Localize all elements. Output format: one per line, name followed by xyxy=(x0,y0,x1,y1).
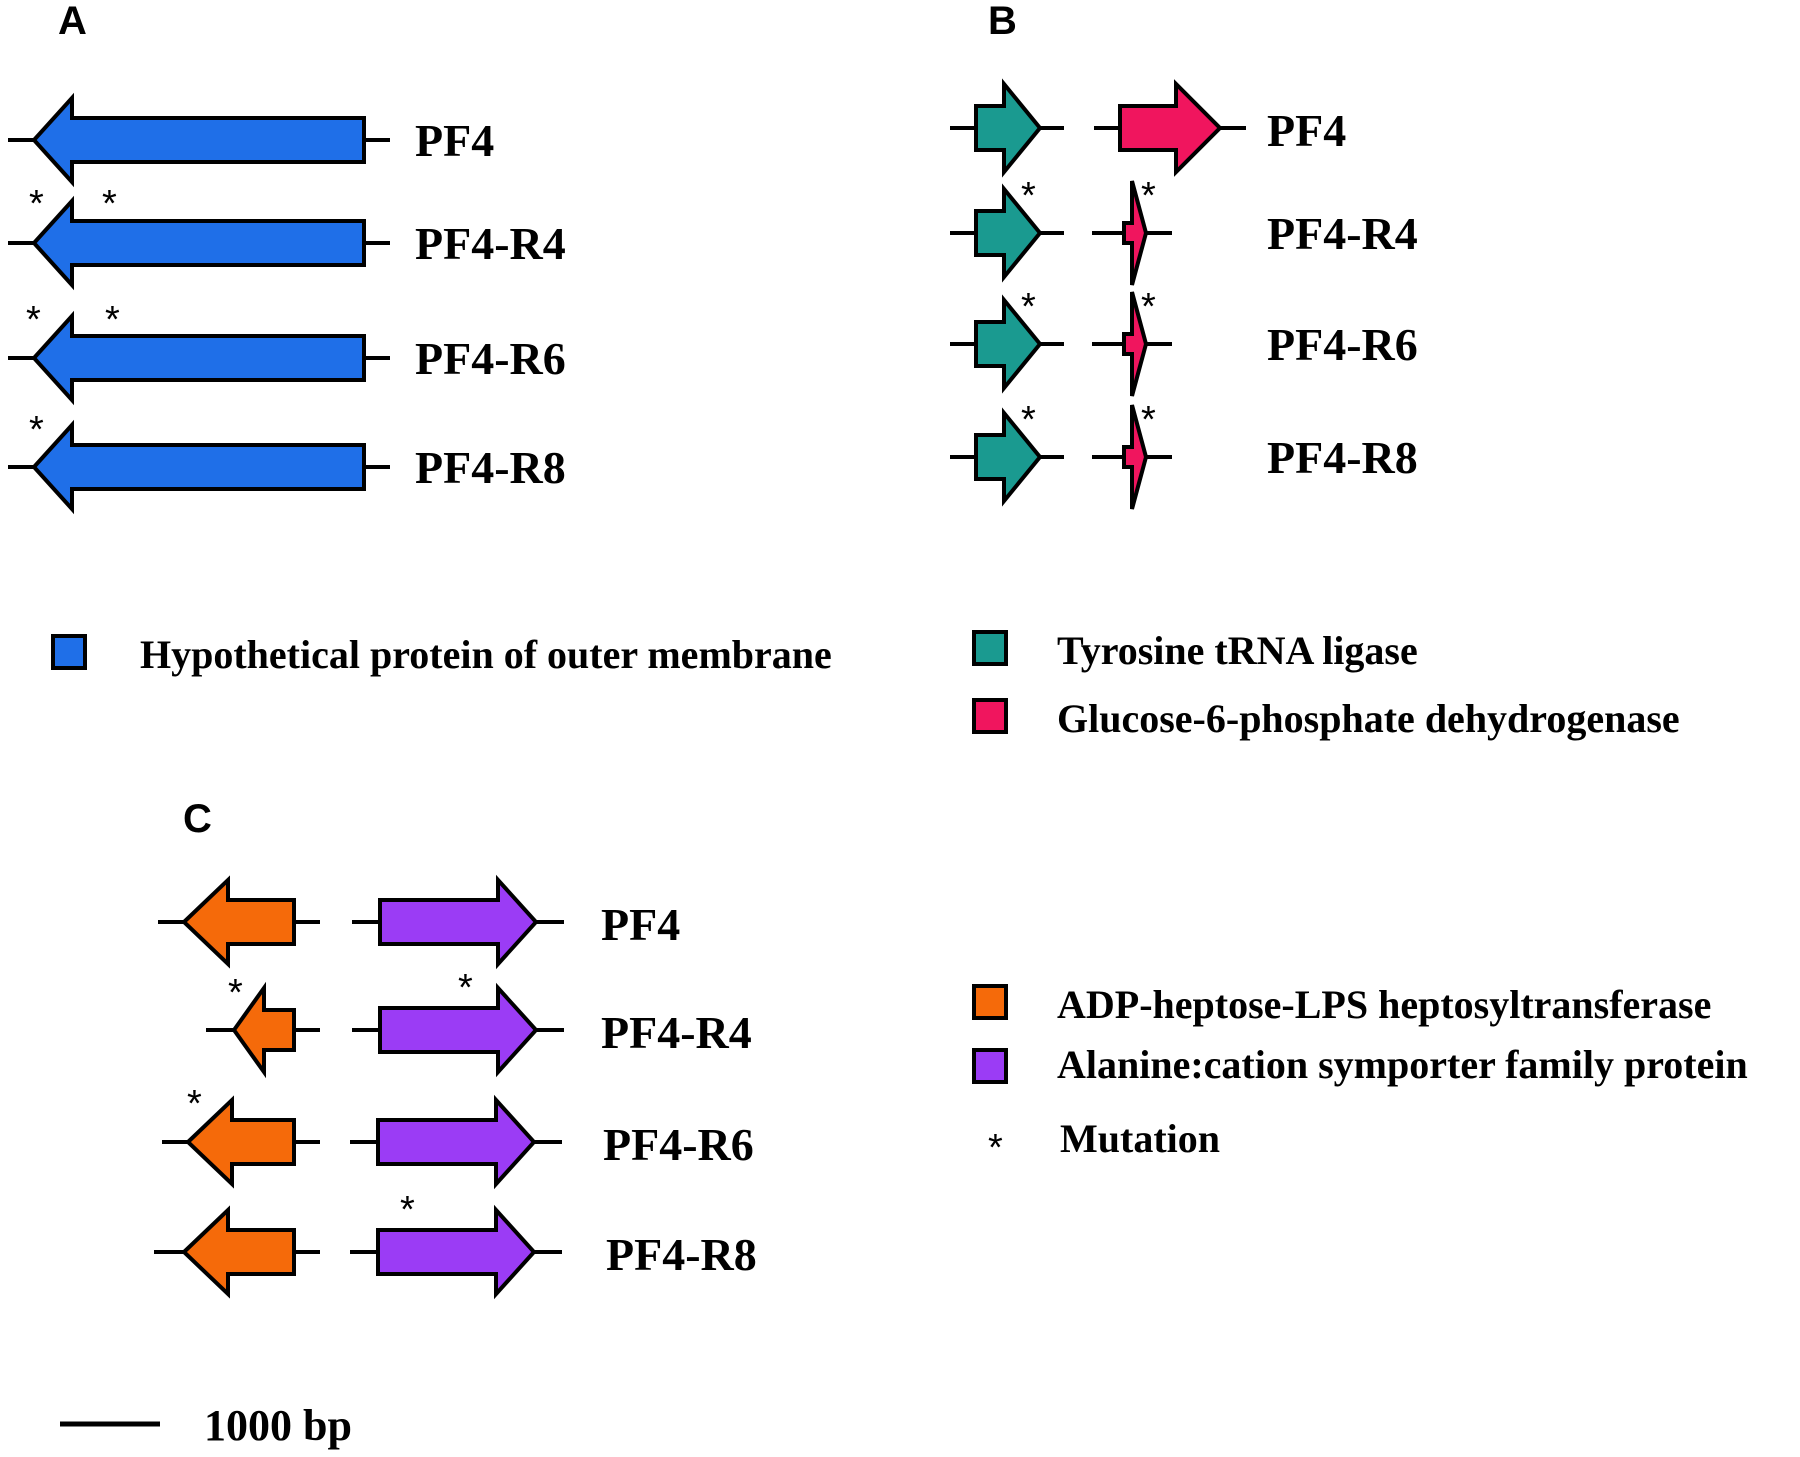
legend-adp: ADP-heptose-LPS heptosyltransferase xyxy=(972,982,1711,1027)
mutation-star: * xyxy=(1021,286,1036,328)
panel-a: A PF4 * * PF4-R4 * * PF4-R6 xyxy=(8,0,566,515)
panel-a-row-pf4-r8: * PF4-R8 xyxy=(8,409,566,515)
g6pd-gene-arrow xyxy=(1122,291,1149,397)
g6pd-gene-arrow xyxy=(1122,404,1149,510)
mutation-star: * xyxy=(1021,399,1036,441)
panel-c-row-pf4-r6: * PF4-R6 xyxy=(162,1083,754,1190)
panel-b-row-pf4-r6: * * PF4-R6 xyxy=(950,286,1418,397)
panel-a-row-pf4-r4: * * PF4-R4 xyxy=(8,183,566,291)
panel-a-row-pf4: PF4 xyxy=(8,92,494,188)
panel-b: B PF4 * * PF4-R4 * xyxy=(950,0,1418,510)
strain-label: PF4 xyxy=(601,899,680,950)
strain-label: PF4-R4 xyxy=(601,1007,752,1058)
mutation-star: * xyxy=(1021,175,1036,217)
scale-bar: 1000 bp xyxy=(60,1401,352,1450)
legend-label: ADP-heptose-LPS heptosyltransferase xyxy=(1057,982,1711,1027)
legend-label: Hypothetical protein of outer membrane xyxy=(140,632,832,677)
strain-label: PF4-R8 xyxy=(1267,432,1418,483)
mutation-star: * xyxy=(1141,286,1156,328)
mutation-star: * xyxy=(105,299,120,341)
panel-c: C PF4 * * PF4-R4 * xyxy=(154,797,757,1300)
strain-label: PF4 xyxy=(415,115,494,166)
panel-a-letter: A xyxy=(58,0,87,43)
strain-label: PF4-R6 xyxy=(415,333,566,384)
scale-bar-label: 1000 bp xyxy=(204,1401,352,1450)
panel-b-row-pf4-r8: * * PF4-R8 xyxy=(950,399,1418,510)
g6pd-gene-arrow xyxy=(1118,79,1223,177)
g6pd-swatch xyxy=(972,698,1008,734)
strain-label: PF4 xyxy=(1267,105,1346,156)
strain-label: PF4-R6 xyxy=(1267,319,1418,370)
legend-outer-membrane: Hypothetical protein of outer membrane xyxy=(51,632,832,677)
mutation-star: * xyxy=(458,967,473,1009)
mutation-star: * xyxy=(187,1083,202,1125)
outer-membrane-gene-arrow xyxy=(31,195,366,291)
alanine-symporter-gene-arrow xyxy=(378,874,539,970)
legend-tyrosine: Tyrosine tRNA ligase xyxy=(972,628,1418,673)
tyrosine-trna-ligase-gene-arrow xyxy=(974,183,1043,283)
strain-label: PF4-R6 xyxy=(603,1119,754,1170)
panel-b-letter: B xyxy=(988,0,1017,43)
mutation-star: * xyxy=(29,409,44,451)
legend-alanine: Alanine:cation symporter family protein xyxy=(972,1042,1748,1087)
panel-c-row-pf4-r4: * * PF4-R4 xyxy=(206,967,752,1079)
strain-label: PF4-R4 xyxy=(415,218,566,269)
outer-membrane-gene-arrow xyxy=(31,92,366,188)
alanine-symporter-gene-arrow xyxy=(376,1204,537,1300)
alanine-swatch xyxy=(972,1048,1008,1084)
alanine-symporter-gene-arrow xyxy=(376,1094,537,1190)
adp-heptose-gene-arrow xyxy=(231,981,296,1079)
adp-heptose-gene-arrow xyxy=(181,875,296,969)
tyrosine-trna-ligase-gene-arrow xyxy=(974,407,1043,507)
panel-b-row-pf4-r4: * * PF4-R4 xyxy=(950,175,1418,286)
legend-label: Alanine:cation symporter family protein xyxy=(1057,1042,1748,1087)
legend-g6pd: Glucose-6-phosphate dehydrogenase xyxy=(972,696,1680,741)
legend-label: Glucose-6-phosphate dehydrogenase xyxy=(1057,696,1680,741)
mutation-star: * xyxy=(26,299,41,341)
mutation-star: * xyxy=(228,972,243,1014)
mutation-star: * xyxy=(1141,175,1156,217)
strain-label: PF4-R4 xyxy=(1267,208,1418,259)
outer-membrane-gene-arrow xyxy=(31,310,366,406)
tyrosine-trna-ligase-gene-arrow xyxy=(974,78,1043,178)
mutation-star: * xyxy=(29,183,44,225)
legend-label: Tyrosine tRNA ligase xyxy=(1057,628,1418,673)
adp-swatch xyxy=(972,984,1008,1020)
g6pd-gene-arrow xyxy=(1122,180,1149,286)
strain-label: PF4-R8 xyxy=(415,442,566,493)
adp-heptose-gene-arrow xyxy=(185,1095,296,1189)
legend-label: Mutation xyxy=(1060,1116,1220,1161)
mutation-star-icon: * xyxy=(988,1127,1003,1169)
panel-c-row-pf4: PF4 xyxy=(158,874,680,970)
panel-b-row-pf4: PF4 xyxy=(950,78,1346,178)
panel-c-letter: C xyxy=(183,797,212,841)
mutation-star: * xyxy=(400,1189,415,1231)
alanine-symporter-gene-arrow xyxy=(378,982,539,1078)
tyrosine-trna-ligase-gene-arrow xyxy=(974,294,1043,394)
adp-heptose-gene-arrow xyxy=(181,1205,296,1299)
legend-mutation: * Mutation xyxy=(988,1116,1220,1169)
tyrosine-swatch xyxy=(972,630,1008,666)
mutation-star: * xyxy=(1141,399,1156,441)
outer-membrane-gene-arrow xyxy=(31,419,366,515)
mutation-star: * xyxy=(102,183,117,225)
outer-membrane-swatch xyxy=(51,634,87,670)
panel-a-row-pf4-r6: * * PF4-R6 xyxy=(8,299,566,406)
panel-c-row-pf4-r8: * PF4-R8 xyxy=(154,1189,757,1300)
strain-label: PF4-R8 xyxy=(606,1229,757,1280)
